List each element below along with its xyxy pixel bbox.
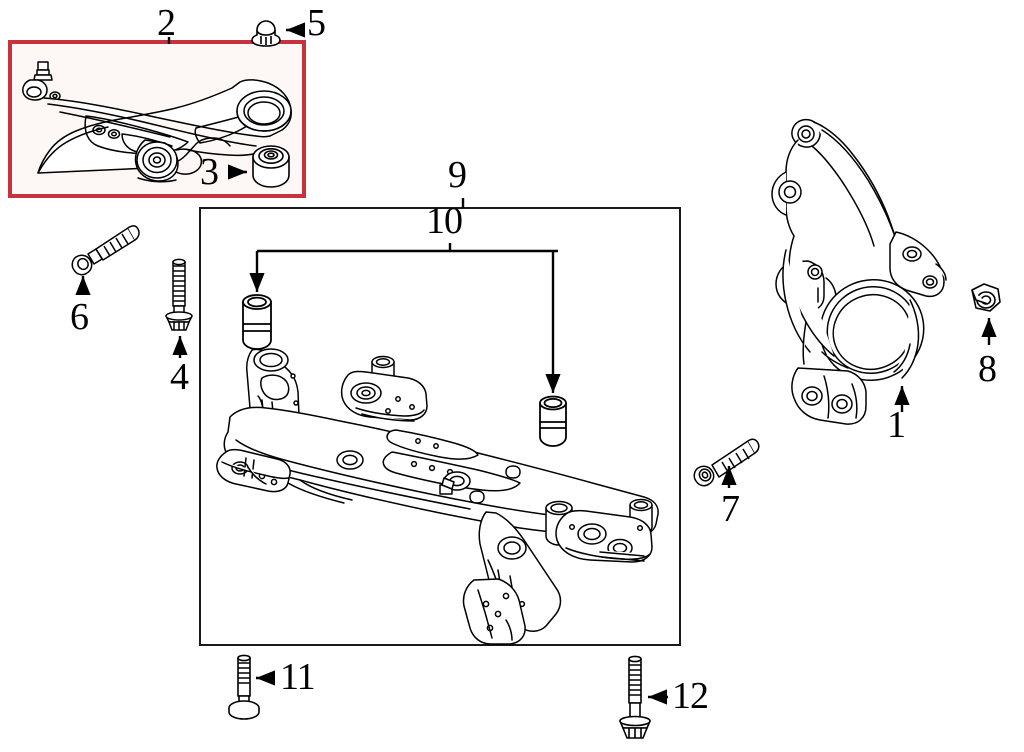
callout-leader-lines xyxy=(75,22,997,705)
part-subframe-bushing-right[interactable] xyxy=(539,395,567,447)
part-control-arm-rear-bushing[interactable] xyxy=(252,145,290,188)
callout-label-4[interactable]: 4 xyxy=(170,356,189,398)
callout-label-7[interactable]: 7 xyxy=(721,488,740,530)
callout-label-10[interactable]: 10 xyxy=(426,200,463,242)
part-subframe-mount-bolt-short[interactable] xyxy=(228,654,260,720)
callout-label-9[interactable]: 9 xyxy=(448,154,467,196)
callout-label-5[interactable]: 5 xyxy=(307,2,326,44)
subframe-assembly-group-box[interactable] xyxy=(199,207,681,646)
callout-label-12[interactable]: 12 xyxy=(672,675,709,717)
part-knuckle-flange-nut[interactable] xyxy=(971,283,1001,312)
callout-label-11[interactable]: 11 xyxy=(280,656,316,698)
callout-label-2[interactable]: 2 xyxy=(157,2,176,44)
callout-label-1[interactable]: 1 xyxy=(887,404,906,446)
part-subframe-bushing-left[interactable] xyxy=(242,294,272,350)
part-control-arm-pivot-bolt[interactable] xyxy=(71,225,140,276)
part-subframe-flange-bolt-vertical[interactable] xyxy=(165,258,193,331)
part-front-lower-control-arm[interactable] xyxy=(22,61,292,183)
part-front-subframe-crossmember[interactable] xyxy=(216,348,659,645)
part-subframe-mount-bolt-long[interactable] xyxy=(619,655,651,739)
callout-label-8[interactable]: 8 xyxy=(978,348,997,390)
part-ball-joint-castle-nut[interactable] xyxy=(251,20,281,47)
callout-label-6[interactable]: 6 xyxy=(70,296,89,338)
part-steering-knuckle[interactable] xyxy=(771,118,947,425)
callout-label-3[interactable]: 3 xyxy=(200,151,219,193)
part-knuckle-pinch-bolt[interactable] xyxy=(693,438,760,487)
